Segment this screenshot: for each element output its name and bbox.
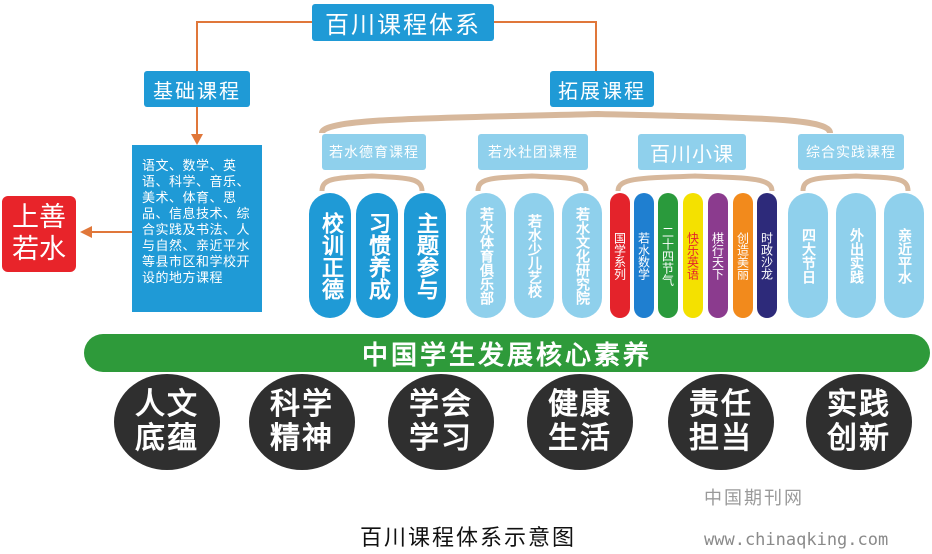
- basic-title-box: 基础课程: [144, 71, 250, 107]
- competency-3-line2: 学习: [409, 421, 473, 456]
- basic-content-box: 语文、数学、英语、科学、音乐、美术、体育、思品、信息技术、综合实践及书法、人与自…: [132, 145, 262, 312]
- watermark-url: www.chinaqking.com: [704, 530, 889, 550]
- mini-item-1-label: 国学系列: [612, 231, 627, 280]
- root-title: 百川课程体系: [325, 11, 481, 39]
- club-item-3: 若水文化研究院: [562, 193, 602, 318]
- club-item-1: 若水体育俱乐部: [466, 193, 506, 318]
- core-competency-band: 中国学生发展核心素养: [84, 334, 930, 372]
- competency-circle-2: 科学精神: [249, 374, 355, 470]
- competency-circle-4: 健康生活: [527, 374, 633, 470]
- connector-root-basic: [196, 21, 312, 72]
- brace-extended: [319, 110, 833, 135]
- moral-item-2: 习惯养成: [356, 193, 398, 318]
- competency-5-line2: 担当: [689, 421, 753, 456]
- mini-item-6-label: 创造美丽: [735, 231, 750, 280]
- group-practice-box: 综合实践课程: [798, 134, 904, 170]
- competency-5-line1: 责任: [689, 387, 753, 422]
- motto: 上善若水: [12, 202, 66, 265]
- group-club-title: 若水社团课程: [488, 145, 578, 161]
- diagram-caption: 百川课程体系示意图: [359, 526, 576, 551]
- group-moral-title: 若水德育课程: [329, 145, 419, 161]
- competency-circle-6: 实践创新: [806, 374, 912, 470]
- competency-4-line2: 生活: [548, 421, 612, 456]
- group-mini-title: 百川小课: [650, 141, 734, 166]
- mini-item-4: 快乐英语: [683, 193, 703, 318]
- club-item-2-label: 若水少儿艺校: [526, 213, 542, 298]
- motto-box: 上善若水: [2, 196, 76, 272]
- competency-circle-5: 责任担当: [668, 374, 774, 470]
- mini-item-3-label: 二十四节气: [660, 225, 675, 286]
- basic-title: 基础课程: [153, 78, 241, 103]
- extended-title: 拓展课程: [558, 78, 646, 103]
- mini-item-1: 国学系列: [610, 193, 630, 318]
- mini-item-5: 棋行天下: [708, 193, 728, 318]
- mini-item-3: 二十四节气: [658, 193, 678, 318]
- arrow-down-icon: [191, 134, 203, 145]
- practice-item-2-label: 外出实践: [848, 227, 864, 284]
- club-item-2: 若水少儿艺校: [514, 193, 554, 318]
- connector-root-extended: [494, 21, 597, 72]
- arrow-left-icon: [80, 226, 92, 238]
- competency-1-line1: 人文: [135, 387, 199, 422]
- mini-item-2-label: 若水数学: [636, 231, 651, 280]
- competency-2-line2: 精神: [270, 421, 334, 456]
- mini-item-5-label: 棋行天下: [710, 231, 725, 280]
- moral-item-3-label: 主题参与: [413, 211, 438, 300]
- moral-item-2-label: 习惯养成: [365, 211, 390, 300]
- core-competency-title: 中国学生发展核心素养: [361, 340, 652, 371]
- group-club-box: 若水社团课程: [478, 134, 588, 170]
- moral-item-1-label: 校训正德: [318, 211, 343, 300]
- practice-item-3: 亲近平水: [884, 193, 924, 318]
- competency-2-line1: 科学: [270, 387, 334, 422]
- group-moral-box: 若水德育课程: [322, 134, 426, 170]
- competency-6-line2: 创新: [827, 421, 891, 456]
- mini-item-4-label: 快乐英语: [685, 231, 700, 280]
- moral-item-3: 主题参与: [404, 193, 446, 318]
- moral-item-1: 校训正德: [309, 193, 351, 318]
- competency-1-line2: 底蕴: [135, 421, 199, 456]
- practice-item-1-label: 四大节日: [800, 227, 816, 284]
- mini-item-7: 时政沙龙: [757, 193, 777, 318]
- mini-item-6: 创造美丽: [733, 193, 753, 318]
- brace-moral: [319, 173, 425, 192]
- group-practice-title: 综合实践课程: [806, 145, 896, 161]
- brace-club: [475, 173, 589, 192]
- brace-practice: [800, 173, 911, 192]
- mini-item-2: 若水数学: [634, 193, 654, 318]
- watermark-title: 中国期刊网: [704, 488, 804, 509]
- club-item-1-label: 若水体育俱乐部: [478, 206, 494, 305]
- basic-content: 语文、数学、英语、科学、音乐、美术、体育、思品、信息技术、综合实践及书法、人与自…: [142, 159, 251, 286]
- competency-circle-3: 学会学习: [388, 374, 494, 470]
- group-mini-box: 百川小课: [638, 134, 746, 170]
- brace-mini: [615, 173, 775, 192]
- extended-title-box: 拓展课程: [550, 71, 654, 107]
- competency-circle-1: 人文底蕴: [114, 374, 220, 470]
- practice-item-2: 外出实践: [836, 193, 876, 318]
- practice-item-1: 四大节日: [788, 193, 828, 318]
- competency-4-line1: 健康: [548, 387, 612, 422]
- root-title-box: 百川课程体系: [312, 4, 494, 41]
- club-item-3-label: 若水文化研究院: [574, 206, 590, 305]
- competency-3-line1: 学会: [409, 387, 473, 422]
- mini-item-7-label: 时政沙龙: [759, 231, 774, 280]
- competency-6-line1: 实践: [827, 387, 891, 422]
- practice-item-3-label: 亲近平水: [896, 227, 912, 284]
